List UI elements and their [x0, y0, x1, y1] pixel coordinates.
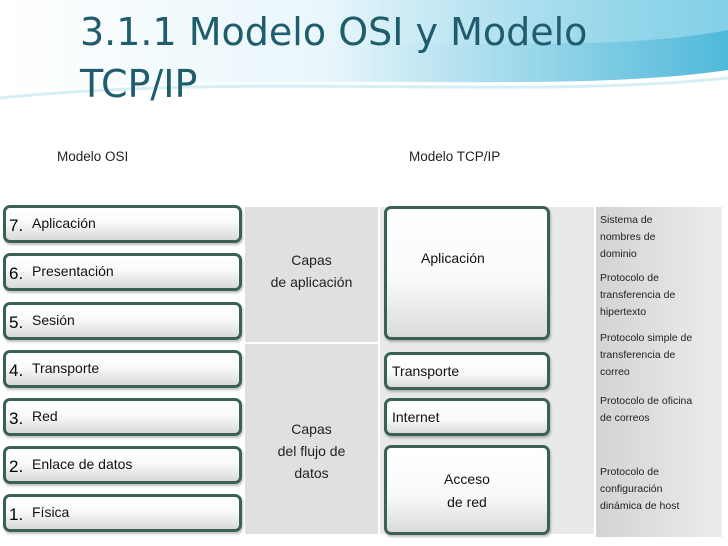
layer-number: 3. — [9, 409, 24, 428]
application-group-band — [245, 207, 378, 342]
layer-label: Sesión — [32, 312, 75, 328]
tcp-layer-internet: Internet — [384, 398, 550, 436]
layer-number: 7. — [9, 216, 24, 235]
layer-number: 6. — [9, 264, 24, 283]
osi-layer-2: 2. Enlace de datos — [3, 446, 242, 484]
layer-number: 4. — [9, 361, 24, 380]
data-flow-group-band — [245, 344, 378, 534]
osi-layer-1: 1. Física — [3, 494, 242, 532]
tcp-layer-label: Aplicación — [421, 250, 485, 266]
tcp-layer-label: Acceso de red — [444, 471, 490, 510]
page-title: 3.1.1 Modelo OSI y Modelo TCP/IP — [80, 10, 588, 106]
tcp-column-heading: Modelo TCP/IP — [409, 149, 501, 164]
tcp-layer-application: Aplicación — [384, 206, 550, 340]
osi-column-heading: Modelo OSI — [57, 149, 129, 164]
layer-number: 2. — [9, 457, 24, 476]
tcp-layer-transport: Transporte — [384, 352, 550, 390]
layer-label: Aplicación — [32, 215, 96, 231]
layer-number: 1. — [9, 505, 24, 524]
header-swoosh — [0, 0, 728, 115]
protocols-column — [596, 207, 722, 537]
osi-layer-3: 3. Red — [3, 398, 242, 436]
osi-layer-5: 5. Sesión — [3, 302, 242, 340]
layer-label: Transporte — [32, 360, 100, 376]
group-label-data-flow: Capas del flujo de datos — [277, 421, 346, 481]
layer-label: Red — [32, 408, 58, 424]
osi-layer-6: 6. Presentación — [3, 253, 242, 291]
osi-layer-4: 4. Transporte — [3, 350, 242, 388]
tcp-layer-label: Internet — [392, 409, 440, 425]
layer-label: Física — [32, 504, 70, 520]
tcp-layer-label: Transporte — [392, 363, 460, 379]
group-label-application: Capas de aplicación — [270, 252, 353, 290]
layer-label: Presentación — [32, 263, 114, 279]
layer-number: 5. — [9, 313, 24, 332]
layer-label: Enlace de datos — [32, 456, 133, 472]
tcp-layer-network-access: Acceso de red — [384, 445, 550, 535]
osi-layer-7: 7. Aplicación — [3, 205, 242, 243]
